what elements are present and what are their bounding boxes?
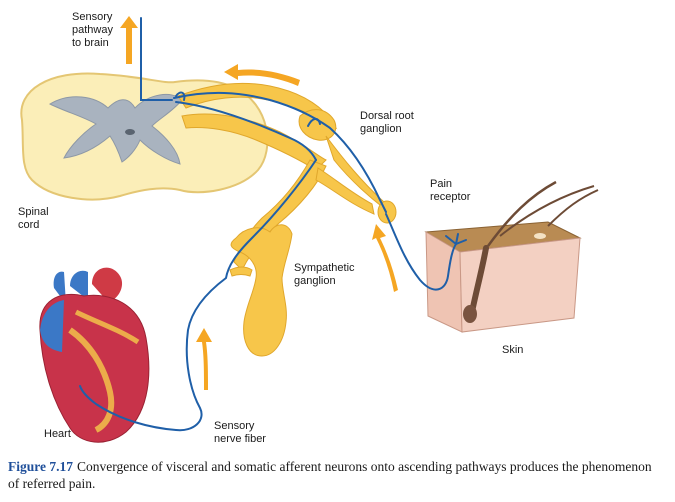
label-sensory-nerve-fiber: Sensory nerve fiber: [214, 420, 266, 446]
label-sympathetic-ganglion: Sympathetic ganglion: [294, 262, 355, 288]
label-sensory-nerve-line1: Sensory: [214, 420, 255, 432]
label-spinal-cord: Spinal cord: [18, 206, 49, 232]
label-dorsal-root-line1: Dorsal root: [360, 110, 414, 122]
label-spinal-cord-line2: cord: [18, 219, 40, 231]
label-skin: Skin: [502, 344, 523, 357]
spinal-cord-section: [20, 72, 269, 201]
skin-block: [424, 180, 599, 333]
nerve-roots: [177, 82, 397, 357]
label-skin-text: Skin: [502, 344, 524, 356]
label-sensory-pathway-line2: pathway: [72, 24, 113, 36]
flow-arrows: [120, 16, 398, 390]
label-dorsal-root-line2: ganglion: [360, 123, 402, 135]
label-spinal-cord-line1: Spinal: [18, 206, 49, 218]
label-sensory-pathway: Sensory pathway to brain: [72, 11, 113, 50]
label-heart-text: Heart: [44, 428, 71, 440]
figure-number: Figure 7.17: [8, 459, 73, 474]
label-pain-receptor-line2: receptor: [430, 191, 471, 203]
label-dorsal-root-ganglion: Dorsal root ganglion: [360, 110, 414, 136]
label-sensory-nerve-line2: nerve fiber: [214, 433, 266, 445]
heart-illustration: [39, 267, 150, 443]
label-pain-receptor-line1: Pain: [430, 178, 453, 190]
label-sensory-pathway-line1: Sensory: [72, 11, 113, 23]
caption-text: Convergence of visceral and somatic affe…: [8, 459, 652, 491]
nerve-fibers: [79, 17, 467, 432]
label-sympathetic-line2: ganglion: [294, 275, 336, 287]
label-sensory-pathway-line3: to brain: [72, 37, 109, 49]
label-pain-receptor: Pain receptor: [430, 178, 470, 204]
label-heart: Heart: [44, 428, 71, 441]
label-sympathetic-line1: Sympathetic: [294, 262, 355, 274]
